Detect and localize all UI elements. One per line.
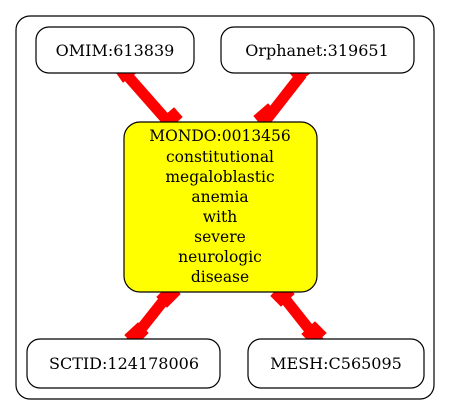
center-line-3: anemia xyxy=(191,188,248,206)
node-mesh[interactable]: MESH:C565095 xyxy=(247,338,425,389)
center-line-7: disease xyxy=(191,268,249,286)
node-orphanet[interactable]: Orphanet:319651 xyxy=(220,26,415,74)
node-sctid[interactable]: SCTID:124178006 xyxy=(26,338,221,389)
center-line-6: neurologic xyxy=(178,248,262,266)
center-line-5: severe xyxy=(194,228,246,246)
node-omim[interactable]: OMIM:613839 xyxy=(35,26,195,74)
node-mondo-center[interactable]: MONDO:0013456 constitutional megaloblast… xyxy=(123,121,318,293)
center-line-4: with xyxy=(203,208,237,226)
node-sctid-label: SCTID:124178006 xyxy=(49,354,199,373)
node-omim-label: OMIM:613839 xyxy=(56,41,175,60)
center-line-1: constitutional xyxy=(166,148,274,166)
node-mesh-label: MESH:C565095 xyxy=(270,354,402,373)
center-id-label: MONDO:0013456 xyxy=(149,127,291,145)
center-line-2: megaloblastic xyxy=(165,168,274,186)
node-orphanet-label: Orphanet:319651 xyxy=(245,41,389,60)
